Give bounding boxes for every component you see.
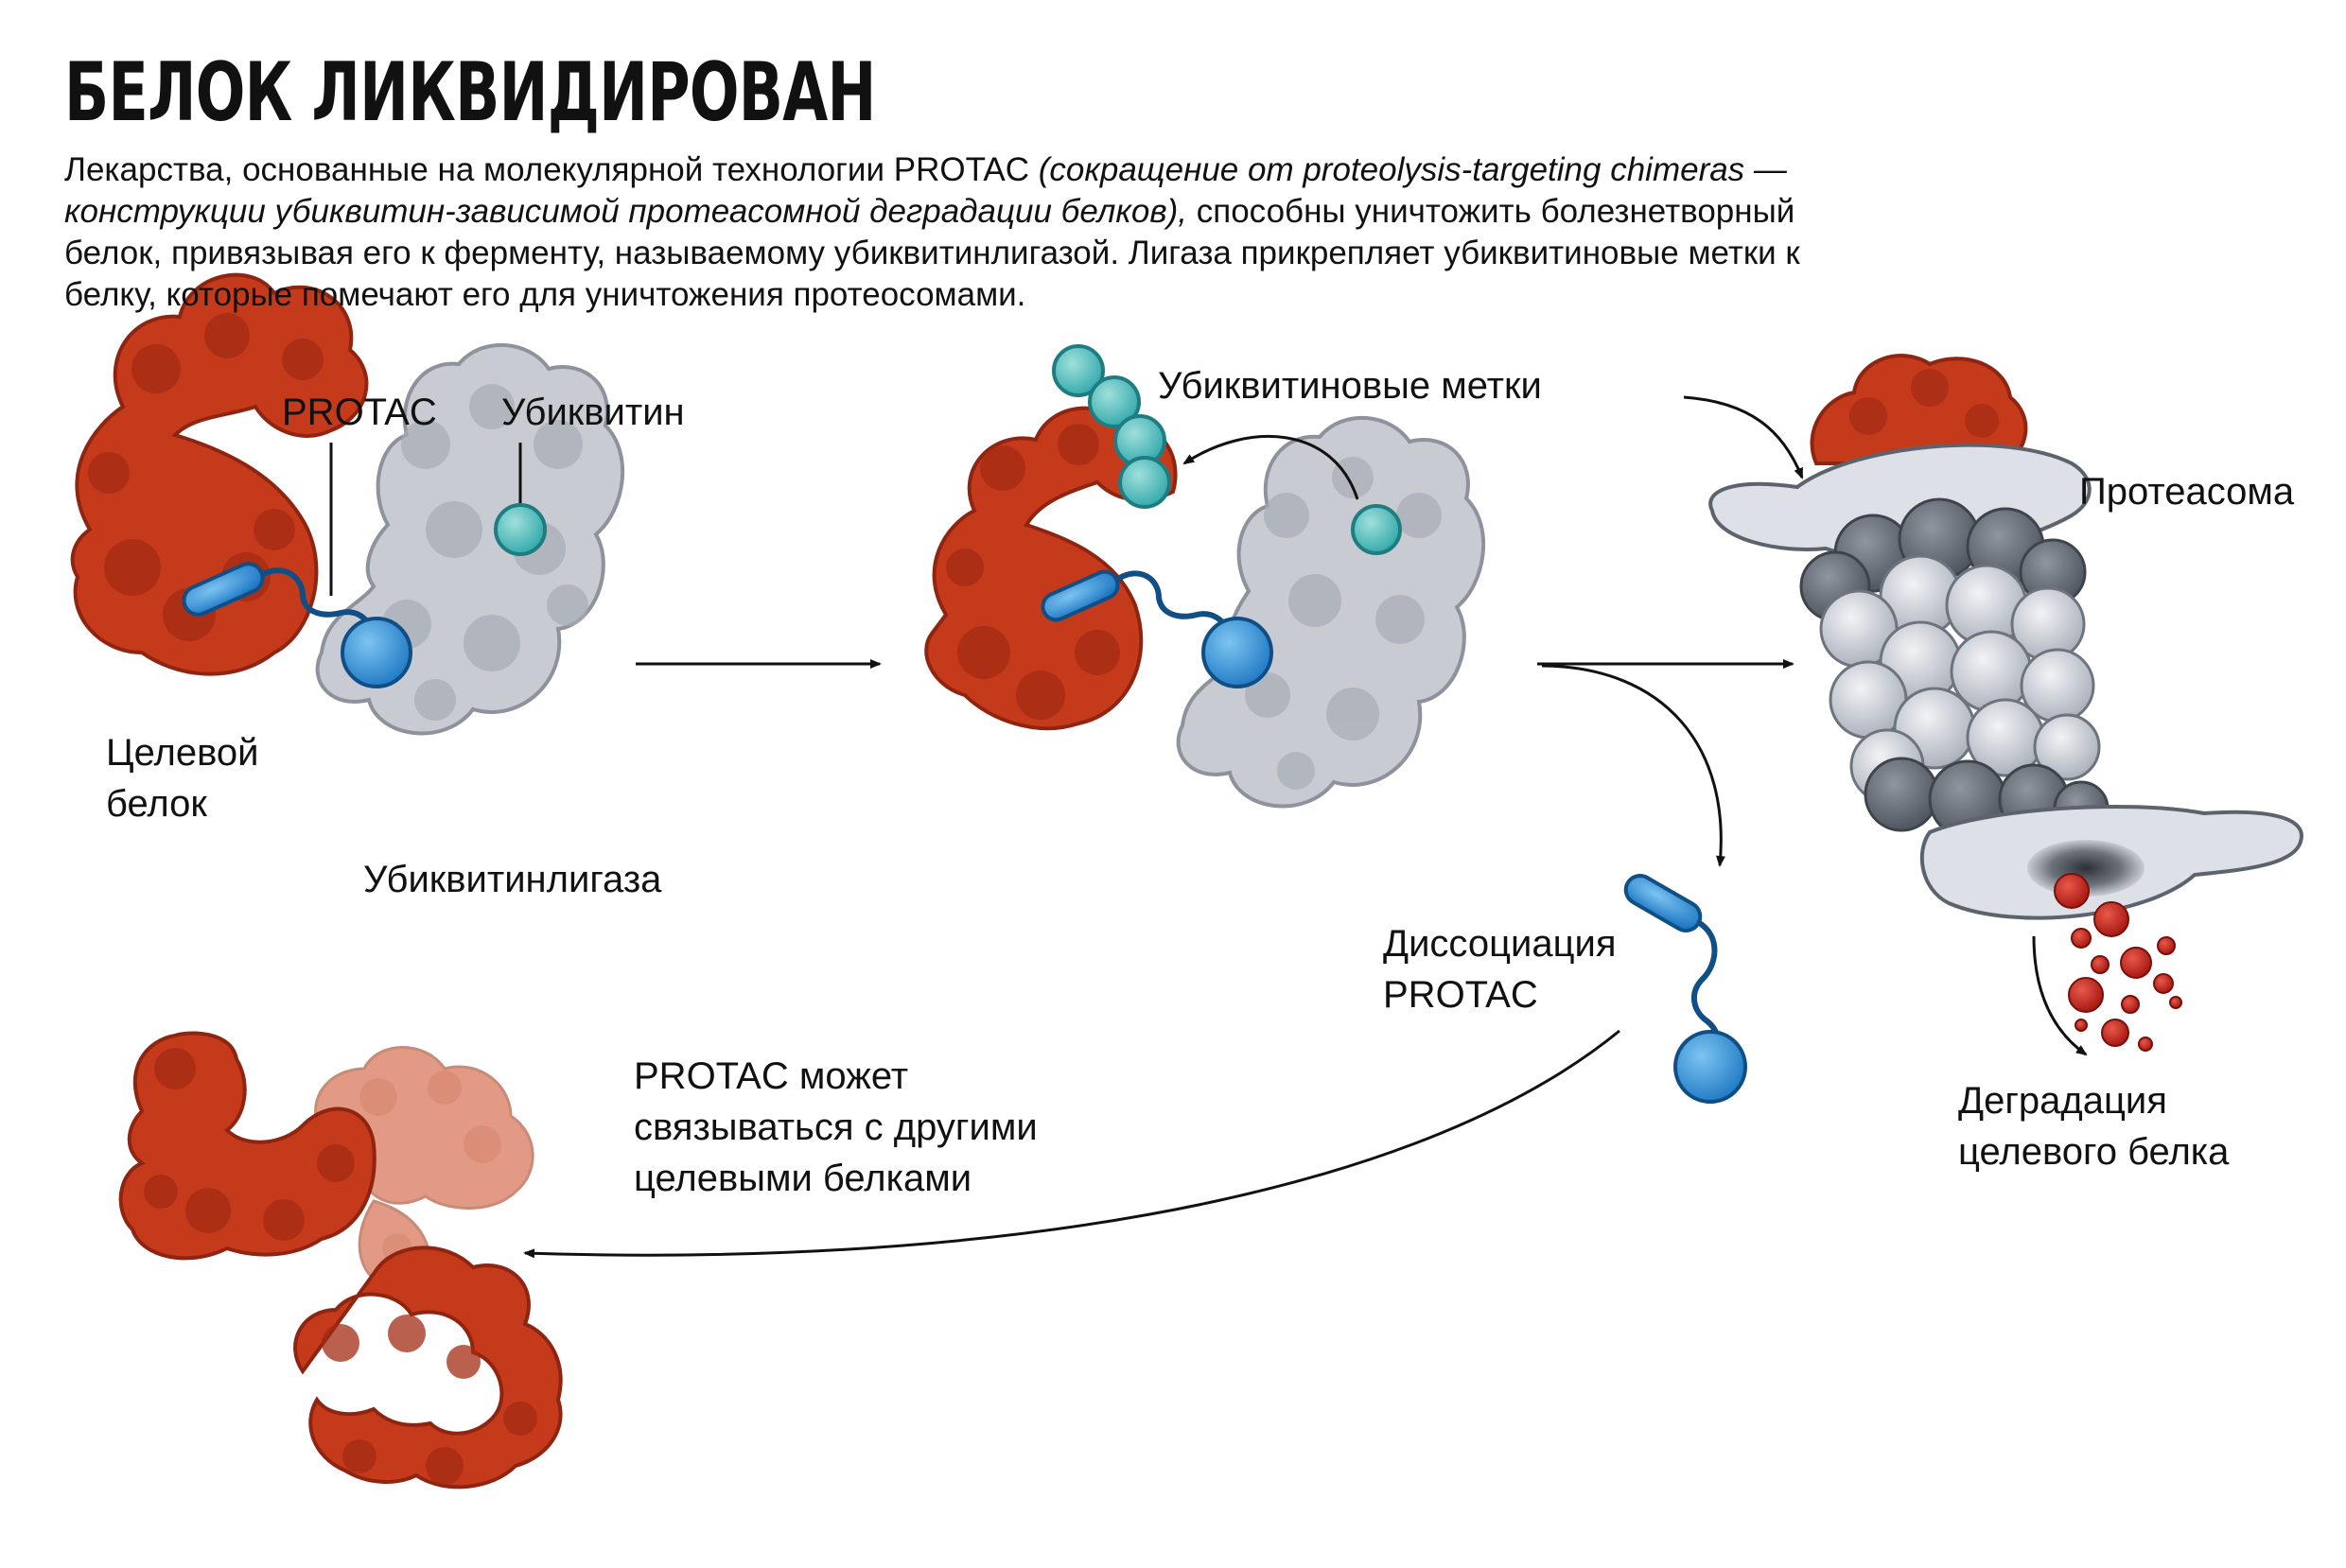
stage1-protac-molecule bbox=[182, 562, 412, 688]
arrow-protac-recycle bbox=[523, 1029, 1620, 1259]
stage1-ubiquitin-ball bbox=[494, 503, 547, 556]
label-degradation-line2: целевого белка bbox=[1958, 1131, 2230, 1173]
intro-text-part1: Лекарства, основанные на молекулярной те… bbox=[64, 151, 1039, 188]
label-dissociation-line2: PROTAC bbox=[1383, 974, 1538, 1016]
other-target-protein-1 bbox=[118, 1031, 376, 1261]
intro-paragraph: Лекарства, основанные на молекулярной те… bbox=[64, 149, 1862, 316]
stage2-ubiquitin-ligase bbox=[1176, 416, 1486, 809]
label-degradation-line1: Деградация bbox=[1958, 1080, 2167, 1122]
stage2-target-protein bbox=[924, 406, 1178, 731]
label-target-protein-line1: Целевой bbox=[106, 732, 259, 774]
degradation-fragments bbox=[2054, 873, 2182, 1052]
label-rebind-line1: PROTAC может bbox=[634, 1055, 909, 1097]
stage2-ubiquitin-chain bbox=[1052, 344, 1171, 509]
faded-target-protein bbox=[314, 1046, 534, 1290]
label-dissociation-line1: Диссоциация bbox=[1383, 923, 1617, 965]
intro-text-part2: способны уничтожить болезнетворный белок… bbox=[64, 193, 1800, 313]
label-ubiquitin: Убиквитин bbox=[501, 392, 685, 433]
label-rebind-line3: целевыми белками bbox=[634, 1158, 972, 1199]
dissociated-protac bbox=[1623, 874, 1747, 1104]
page-title: БЕЛОК ЛИКВИДИРОВАН bbox=[64, 45, 876, 140]
other-target-protein-2 bbox=[293, 1246, 563, 1490]
arrow-ubiquitin-transfer bbox=[1182, 435, 1359, 500]
arrow-stage2-to-dissociation bbox=[1541, 664, 1725, 867]
label-proteasome: Протеасома bbox=[2079, 471, 2295, 513]
label-ligase: Убиквитинлигаза bbox=[363, 859, 662, 900]
stage2-protac-molecule bbox=[1041, 569, 1273, 688]
stage2-free-ubiquitin-ball bbox=[1351, 504, 1402, 555]
label-rebind-line2: связываться с другими bbox=[634, 1106, 1038, 1148]
arrow-to-degradation bbox=[2032, 935, 2088, 1056]
label-target-protein-line2: белок bbox=[106, 783, 207, 825]
label-ubiquitin-tags: Убиквитиновые метки bbox=[1158, 365, 1542, 407]
proteasome bbox=[1708, 354, 2303, 920]
label-protac: PROTAC bbox=[282, 392, 437, 433]
arrow-tags-to-proteasome bbox=[1683, 395, 1804, 479]
intro-text-italic: (сокращение от proteolysis-targeting chi… bbox=[64, 151, 1787, 230]
